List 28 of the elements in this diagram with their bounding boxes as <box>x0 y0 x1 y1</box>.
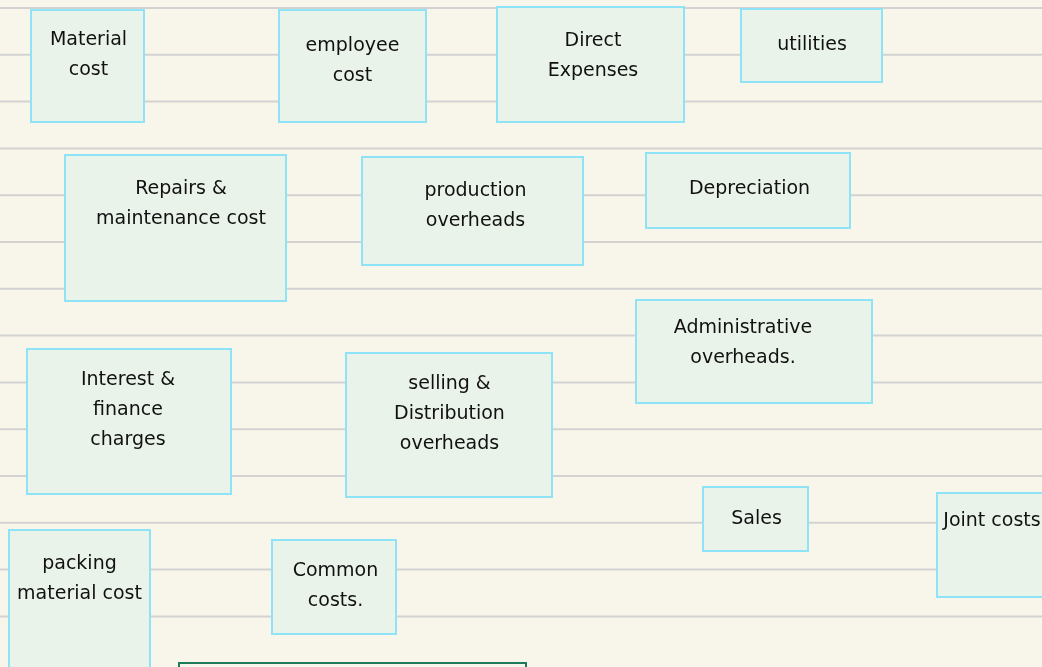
note-text: Interest & finance charges <box>79 366 177 451</box>
note-text: production overheads <box>423 177 528 232</box>
note-box <box>361 156 584 266</box>
note-box <box>740 8 883 83</box>
note-text: Direct Expenses <box>546 27 640 82</box>
note-text: selling & Distribution overheads <box>393 370 506 455</box>
note-box <box>8 529 151 667</box>
note-text: Depreciation <box>687 175 812 200</box>
note-box <box>345 352 553 498</box>
note-box <box>271 539 397 635</box>
note-text: Common costs. <box>291 557 380 612</box>
note-box <box>936 492 1042 598</box>
note-text: Joint costs <box>942 507 1042 532</box>
note-text: Repairs & maintenance cost <box>95 175 267 230</box>
note-text: Administrative overheads. <box>672 314 814 369</box>
note-text: packing material cost <box>16 550 143 605</box>
note-box <box>26 348 232 495</box>
note-text: utilities <box>776 31 848 56</box>
note-box <box>496 6 685 123</box>
note-text: employee cost <box>304 32 401 87</box>
note-box <box>702 486 809 552</box>
note-text: Material cost <box>48 26 129 81</box>
note-box <box>278 9 427 123</box>
note-text: Sales <box>730 505 783 530</box>
note-box <box>645 152 851 229</box>
note-box <box>635 299 873 404</box>
note-box <box>30 9 145 123</box>
note-box <box>64 154 287 302</box>
